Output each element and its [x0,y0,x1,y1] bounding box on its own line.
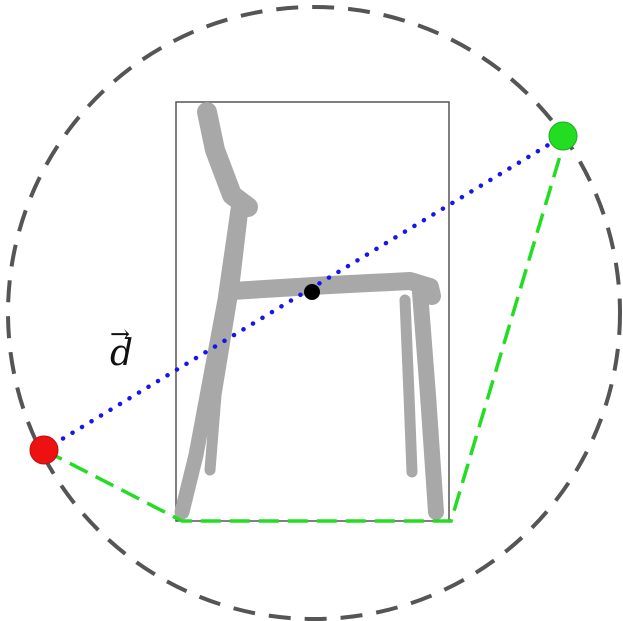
chair-leg-rear-outer [412,284,444,520]
center-point [304,284,320,300]
dashed-polygon [43,135,568,523]
chair-seat [223,272,441,305]
vector-letter: d [110,333,134,374]
dashed-circle [6,5,622,621]
chair-leg-rear-inner [399,294,418,478]
chair-silhouette [174,102,444,520]
dotted-vector [41,133,566,453]
start-point [29,435,59,465]
vector-arrow-glyph: → [110,320,131,348]
chair-leg-front [174,202,246,520]
end-point [548,121,578,151]
vector-label: → d [104,322,144,382]
